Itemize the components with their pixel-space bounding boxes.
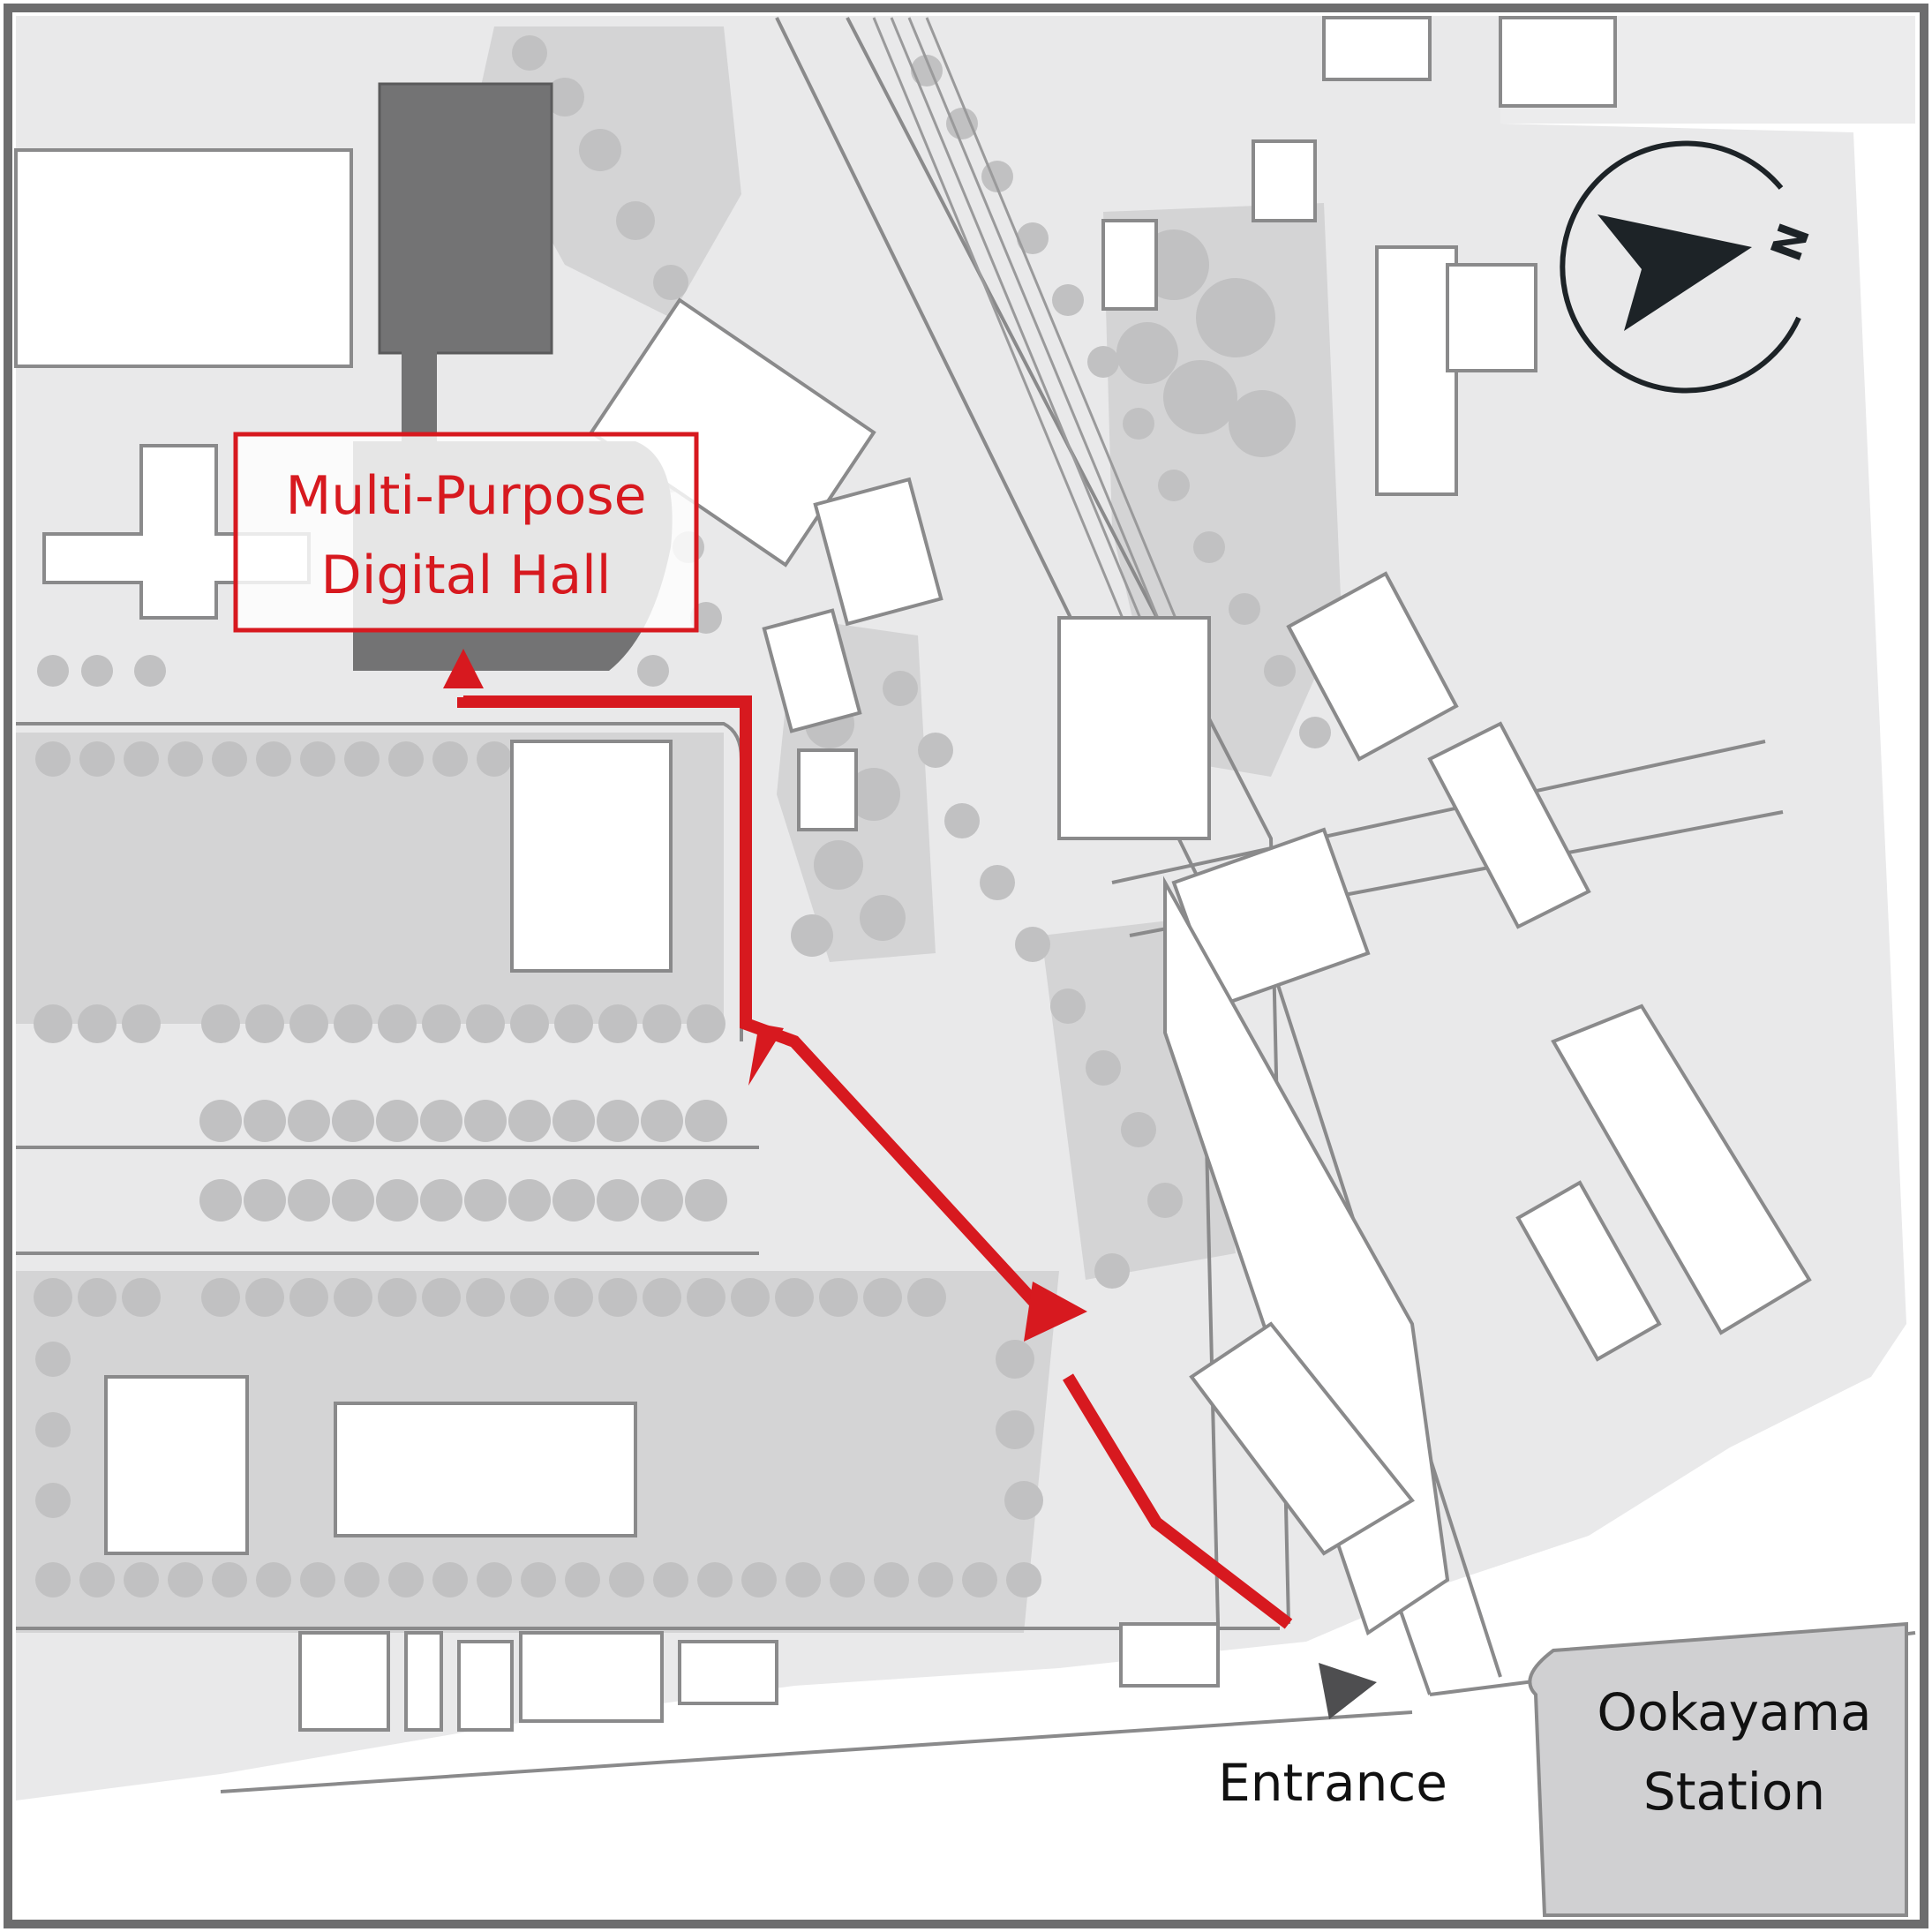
railway [872, 17, 1184, 636]
route-arrow-icon [457, 695, 1293, 1629]
tree-rows [34, 461, 1043, 1597]
destination-label-line1: Multi-Purpose [285, 465, 646, 527]
destination-box [233, 432, 699, 633]
destination-label-line2: Digital Hall [321, 545, 612, 606]
ookayama-station-area [1528, 1621, 1908, 1917]
triangle-marker-icon [1319, 1663, 1377, 1719]
entrance-label: Entrance [1218, 1753, 1447, 1813]
station-label-line1: Ookayama [1597, 1682, 1871, 1742]
map-frame [4, 4, 1928, 1928]
compass-icon: N [1560, 140, 1820, 394]
route-arrowheads [443, 649, 1087, 1342]
buildings [14, 16, 1812, 1732]
station-label-line2: Station [1643, 1762, 1825, 1822]
